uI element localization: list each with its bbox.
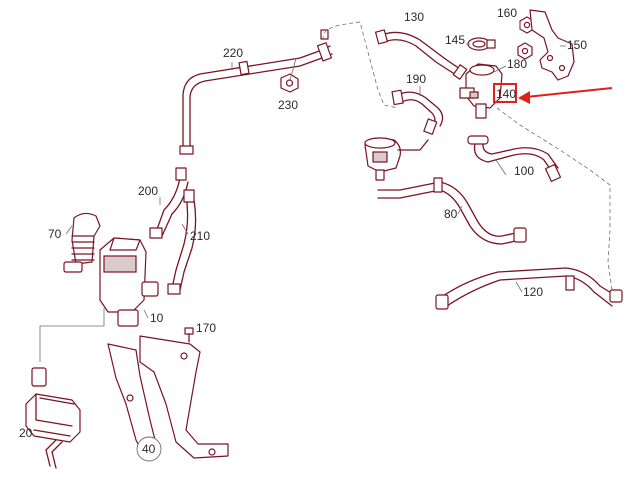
- screw-170: [184, 327, 194, 343]
- label-70: 70: [48, 227, 62, 241]
- label-120: 120: [523, 285, 543, 299]
- label-40: 40: [142, 442, 156, 456]
- label-20: 20: [19, 426, 33, 440]
- clamp-230: [280, 73, 299, 93]
- clamp-145: [467, 37, 496, 51]
- muffler-20: [25, 367, 81, 469]
- hose-210: [167, 189, 197, 295]
- label-150: 150: [567, 38, 587, 52]
- hose-80: [377, 177, 527, 245]
- bracket-40: [107, 335, 229, 461]
- switchover-valve: [364, 137, 429, 181]
- bracket-150: [529, 9, 575, 81]
- label-230: 230: [278, 98, 298, 112]
- hose-220: [179, 29, 333, 155]
- highlight-box-140: [493, 83, 517, 103]
- label-180: 180: [507, 57, 527, 71]
- label-160: 160: [497, 6, 517, 20]
- hose-70: [63, 212, 101, 273]
- hose-120: [435, 267, 623, 310]
- label-190: 190: [406, 72, 426, 86]
- label-145: 145: [445, 33, 465, 47]
- label-130: 130: [404, 10, 424, 24]
- label-200: 200: [138, 184, 158, 198]
- pump-10: [39, 237, 159, 362]
- label-170: 170: [196, 321, 216, 335]
- valve-140[interactable]: [459, 63, 503, 119]
- hose-100: [467, 135, 562, 183]
- label-100: 100: [514, 164, 534, 178]
- label-210: 210: [190, 229, 210, 243]
- hose-200: [149, 167, 189, 239]
- label-220: 220: [223, 46, 243, 60]
- highlight-arrow: [518, 87, 613, 104]
- callout-40: 40: [136, 436, 162, 462]
- label-80: 80: [444, 207, 458, 221]
- label-10: 10: [150, 311, 164, 325]
- label-140[interactable]: 140: [496, 87, 516, 101]
- hose-190: [391, 89, 444, 135]
- hose-130: [374, 29, 468, 80]
- nut-180: [517, 42, 533, 60]
